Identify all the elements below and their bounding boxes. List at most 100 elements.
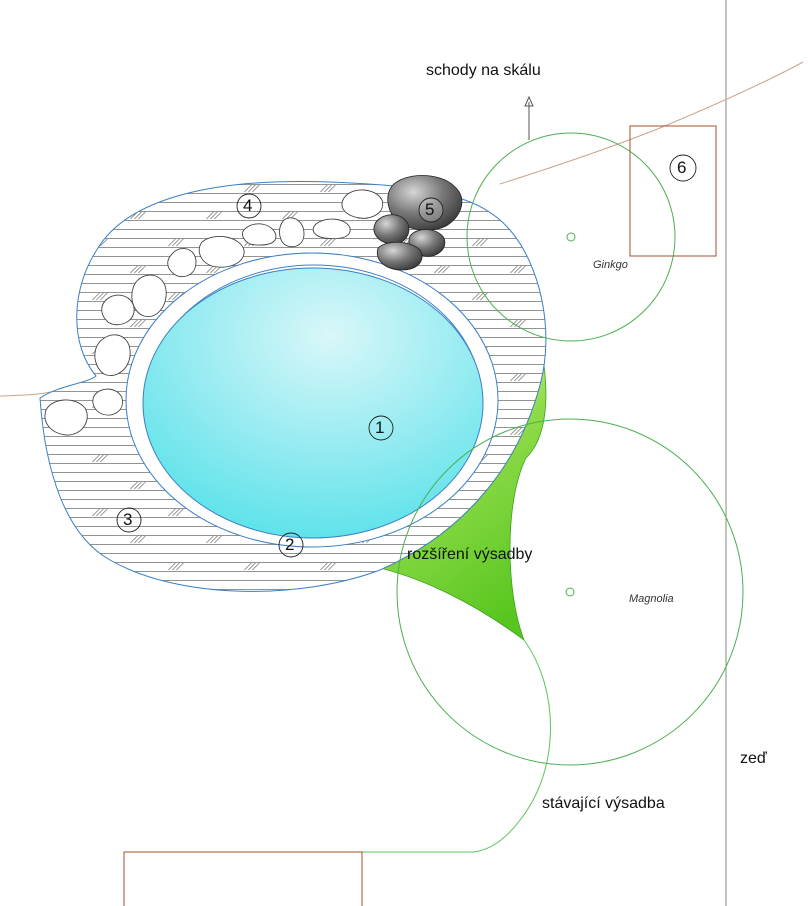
hatch-mark (324, 238, 332, 247)
hatch-mark (252, 562, 260, 571)
hatch-mark (134, 211, 142, 220)
hatch-mark (130, 481, 138, 490)
hatch-mark (96, 184, 104, 193)
stepping-stone (198, 235, 245, 268)
hatch-mark (96, 508, 104, 517)
hatch-mark (138, 319, 146, 328)
box-6 (629, 125, 717, 257)
hatch-mark (514, 265, 522, 274)
hatch-mark (480, 292, 488, 301)
hatch-mark (168, 238, 176, 247)
hatch-mark (518, 589, 526, 592)
hatch-mark (518, 373, 526, 382)
hatch-mark (552, 185, 559, 192)
magnolia-canopy (396, 418, 744, 766)
marker-circle-1 (368, 415, 394, 441)
hatch-mark (510, 265, 518, 274)
marker-6: 6 (677, 158, 687, 177)
marker-circle-4 (236, 193, 262, 219)
hatch-mark (130, 535, 138, 544)
stepping-stone (279, 217, 305, 248)
ginkgo-label: Ginkgo (593, 259, 628, 271)
patio-outline (39, 181, 547, 592)
wall-label: zeď (740, 750, 767, 767)
hatch-mark (472, 292, 480, 301)
hatch-mark (172, 184, 180, 193)
hatch-mark (172, 508, 180, 517)
hatch-mark (210, 589, 218, 592)
hatch-mark (134, 535, 142, 544)
hatch-mark (100, 508, 108, 517)
rock (373, 214, 410, 245)
marker-circle-2 (278, 532, 304, 558)
hatch-mark (100, 454, 108, 463)
marker-circle-6 (669, 154, 697, 182)
hatch-mark (438, 265, 446, 274)
hatch-mark (214, 211, 222, 220)
hatch-mark (214, 535, 222, 544)
hatch-mark (514, 373, 522, 382)
hatch-mark (552, 347, 559, 354)
hatch-mark (518, 319, 526, 328)
hatch-mark (556, 455, 563, 462)
hatch-mark (138, 211, 146, 220)
hatch-mark (100, 184, 108, 193)
hatch-mark (510, 211, 518, 220)
stepping-stone (44, 399, 88, 436)
hatch-mark (138, 589, 146, 592)
hatch-mark (476, 238, 484, 247)
hatch-mark (510, 373, 518, 382)
hatch-mark (176, 184, 184, 193)
hatch-mark (556, 293, 563, 300)
hatch-mark (206, 535, 214, 544)
hatch-mark (328, 562, 336, 571)
hatch-mark (168, 184, 176, 193)
hatch-mark (248, 184, 256, 193)
hatch-mark (320, 238, 328, 247)
hatch-mark (514, 319, 522, 328)
hatch-mark (472, 238, 480, 247)
hatch-mark (172, 292, 180, 301)
hatch-mark (548, 185, 555, 192)
hatch-mark (518, 535, 526, 544)
hatch-mark (480, 184, 488, 193)
hatch-mark (168, 292, 176, 301)
hatch-mark (282, 211, 290, 220)
hatch-mark (134, 481, 142, 490)
hatch-mark (92, 508, 100, 517)
hatch-mark (548, 455, 555, 462)
hatch-mark (290, 589, 298, 592)
hatch-mark (286, 211, 294, 220)
extension-label: rozšíření výsadby (407, 546, 533, 563)
hatch-mark (556, 347, 563, 354)
hatch-mark (476, 292, 484, 301)
hatch-mark (548, 509, 555, 516)
markers (116, 154, 697, 558)
hatch-mark (556, 563, 563, 570)
hatch-mark (172, 238, 180, 247)
hatch-mark (206, 211, 214, 220)
stepping-stone (242, 223, 277, 246)
stairs-arrow-head (524, 95, 534, 107)
hatch-mark (548, 563, 555, 570)
hatch-mark (514, 211, 522, 220)
hatch-mark (556, 401, 563, 408)
hatch-mark (514, 427, 522, 436)
hatch-mark (552, 509, 559, 516)
hatch-mark (518, 481, 526, 490)
hatch-mark (552, 293, 559, 300)
hatch-mark (96, 292, 104, 301)
hatch-mark (168, 508, 176, 517)
hatch-mark (518, 265, 526, 274)
hatch-mark (134, 589, 142, 592)
hatch-mark (92, 292, 100, 301)
hatch-mark (320, 184, 328, 193)
stepping-stones (44, 189, 384, 436)
hatch-mark (92, 238, 100, 247)
hatch-mark (206, 265, 214, 274)
stepping-stone (101, 294, 135, 326)
hatch-mark (92, 454, 100, 463)
rocks (373, 175, 463, 271)
hatch-mark (172, 562, 180, 571)
rock (376, 241, 423, 271)
